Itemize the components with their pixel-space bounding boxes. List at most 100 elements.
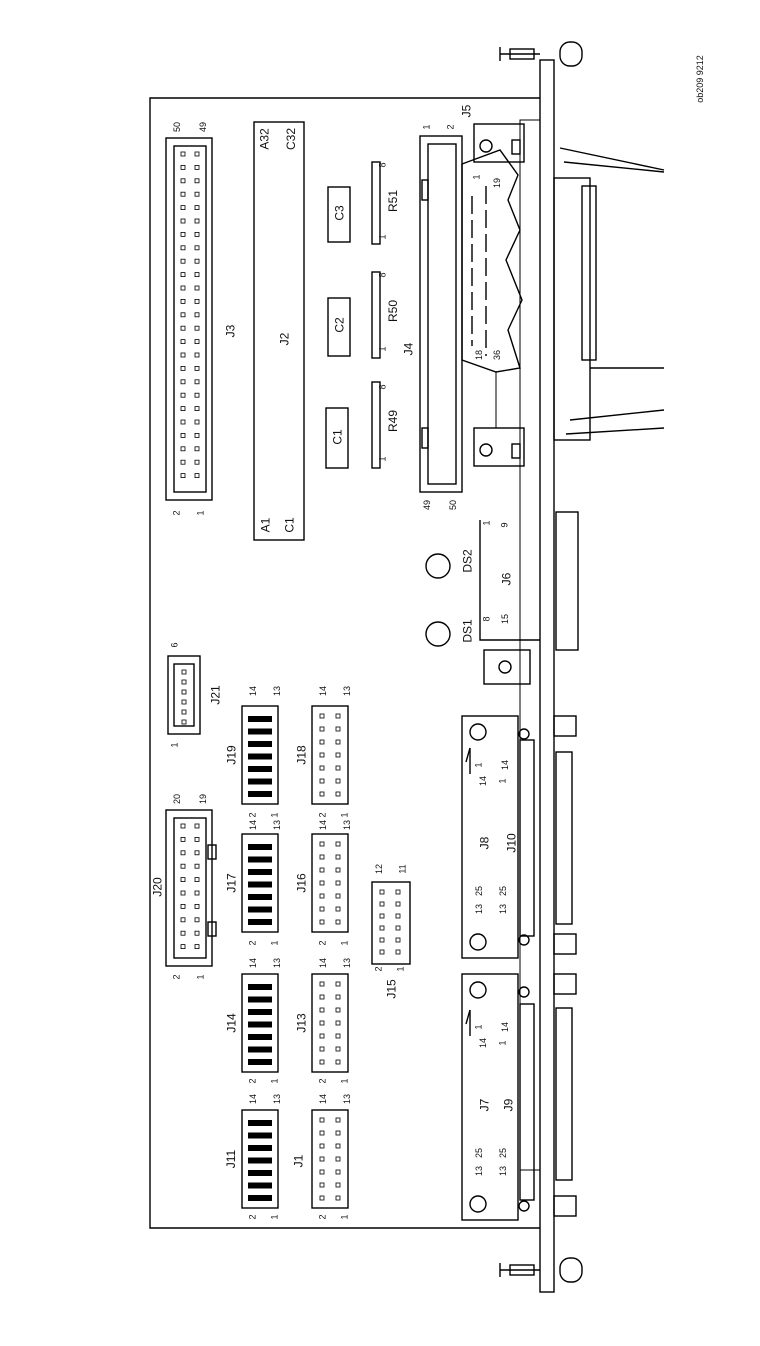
pin bbox=[335, 1046, 341, 1052]
pin bbox=[335, 906, 341, 912]
j3-label: J3 bbox=[223, 324, 238, 338]
j21-pin-6: 6 bbox=[169, 642, 180, 648]
pin bbox=[180, 339, 186, 345]
pin bbox=[194, 877, 200, 882]
pin-block bbox=[248, 894, 272, 900]
pin bbox=[180, 837, 186, 842]
pin bbox=[335, 765, 341, 771]
j1-pin-14: 14 bbox=[318, 1093, 329, 1105]
pin bbox=[180, 151, 186, 157]
pin bbox=[180, 823, 186, 829]
j4-label: J4 bbox=[401, 342, 416, 356]
pin bbox=[379, 901, 385, 907]
c2-capacitor bbox=[327, 297, 351, 357]
pin-block bbox=[248, 791, 272, 797]
pin bbox=[379, 925, 385, 931]
r49-pin-1: 1 bbox=[377, 456, 388, 462]
j5-dsub-body bbox=[461, 149, 523, 428]
pin bbox=[319, 841, 325, 847]
j19-pin-2: 2 bbox=[247, 812, 258, 818]
pin bbox=[194, 837, 200, 842]
j3-pin-1: 1 bbox=[195, 510, 206, 516]
pin bbox=[180, 392, 186, 398]
pin bbox=[194, 325, 200, 331]
pin bbox=[180, 325, 186, 331]
ds2-led bbox=[425, 553, 451, 579]
pin bbox=[180, 432, 186, 438]
j15-header bbox=[371, 881, 411, 965]
pin bbox=[180, 352, 186, 358]
pin bbox=[180, 218, 186, 224]
j9-label: J9 bbox=[501, 1098, 516, 1112]
j6-label: J6 bbox=[499, 572, 514, 586]
pin bbox=[319, 867, 325, 873]
j3-connector bbox=[165, 137, 213, 501]
r49-label: R49 bbox=[386, 409, 401, 433]
j20-pin-1: 1 bbox=[195, 974, 206, 980]
pin bbox=[194, 205, 200, 211]
j16-pin-13: 13 bbox=[342, 819, 353, 831]
pin-block bbox=[248, 1170, 272, 1176]
j3-pin-2: 2 bbox=[171, 510, 182, 516]
pin-block bbox=[248, 856, 272, 863]
j7-pin-13: 13 bbox=[474, 1165, 485, 1177]
j5-mount-top bbox=[473, 123, 525, 163]
j8-pin-25: 25 bbox=[474, 885, 485, 897]
pin bbox=[335, 791, 341, 797]
j19-header bbox=[241, 705, 279, 805]
j11-header bbox=[241, 1109, 279, 1209]
j8-j10-dsub bbox=[461, 715, 577, 959]
j2-connector bbox=[253, 121, 305, 541]
pin-block bbox=[248, 766, 272, 772]
j3-pins bbox=[180, 151, 200, 479]
j19-pin-14: 14 bbox=[248, 685, 259, 697]
ejector-top bbox=[499, 41, 583, 67]
pin bbox=[335, 778, 341, 784]
j13-header bbox=[311, 973, 349, 1073]
j9-pin-1: 1 bbox=[497, 1040, 508, 1046]
pin bbox=[194, 392, 200, 398]
j14-pin-14: 14 bbox=[248, 957, 259, 969]
pin-block bbox=[248, 1145, 272, 1151]
r50-pin-8: 8 bbox=[377, 272, 388, 278]
ejector-bottom bbox=[499, 1257, 583, 1283]
j18-header bbox=[311, 705, 349, 805]
j21-label: J21 bbox=[208, 685, 223, 705]
pin bbox=[180, 473, 186, 479]
j1-pin-1: 1 bbox=[339, 1214, 350, 1220]
j9-pin-14: 14 bbox=[500, 1021, 511, 1033]
j11-pin-13: 13 bbox=[272, 1093, 283, 1105]
pin bbox=[194, 473, 200, 479]
pin bbox=[194, 272, 200, 278]
pin bbox=[180, 917, 186, 923]
j14-pin-1: 1 bbox=[269, 1078, 280, 1084]
pin bbox=[335, 726, 341, 732]
j10-pin-14: 14 bbox=[500, 759, 511, 771]
j2-pin-a32: A32 bbox=[257, 128, 272, 150]
j5-shell bbox=[553, 147, 665, 441]
pin bbox=[335, 752, 341, 758]
pin bbox=[379, 937, 385, 943]
j21-pin-1: 1 bbox=[169, 742, 180, 748]
pin bbox=[180, 178, 186, 184]
j16-pin-14: 14 bbox=[318, 819, 329, 831]
pin bbox=[181, 689, 187, 695]
pin bbox=[194, 339, 200, 345]
r51-pin-8: 8 bbox=[377, 162, 388, 168]
j11-pin-1: 1 bbox=[269, 1214, 280, 1220]
j18-label: J18 bbox=[294, 745, 309, 765]
pin bbox=[395, 901, 401, 907]
pin bbox=[335, 994, 341, 1000]
pin bbox=[194, 446, 200, 452]
j3-pin-50: 50 bbox=[172, 121, 183, 133]
pin bbox=[335, 1195, 341, 1201]
pin-block bbox=[248, 984, 272, 990]
j11-pin-14: 14 bbox=[248, 1093, 259, 1105]
pin bbox=[379, 913, 385, 919]
pin bbox=[379, 949, 385, 955]
j15-pin-2: 2 bbox=[373, 966, 384, 972]
pin-block bbox=[248, 728, 272, 735]
pin bbox=[319, 778, 325, 784]
pin bbox=[335, 919, 341, 925]
